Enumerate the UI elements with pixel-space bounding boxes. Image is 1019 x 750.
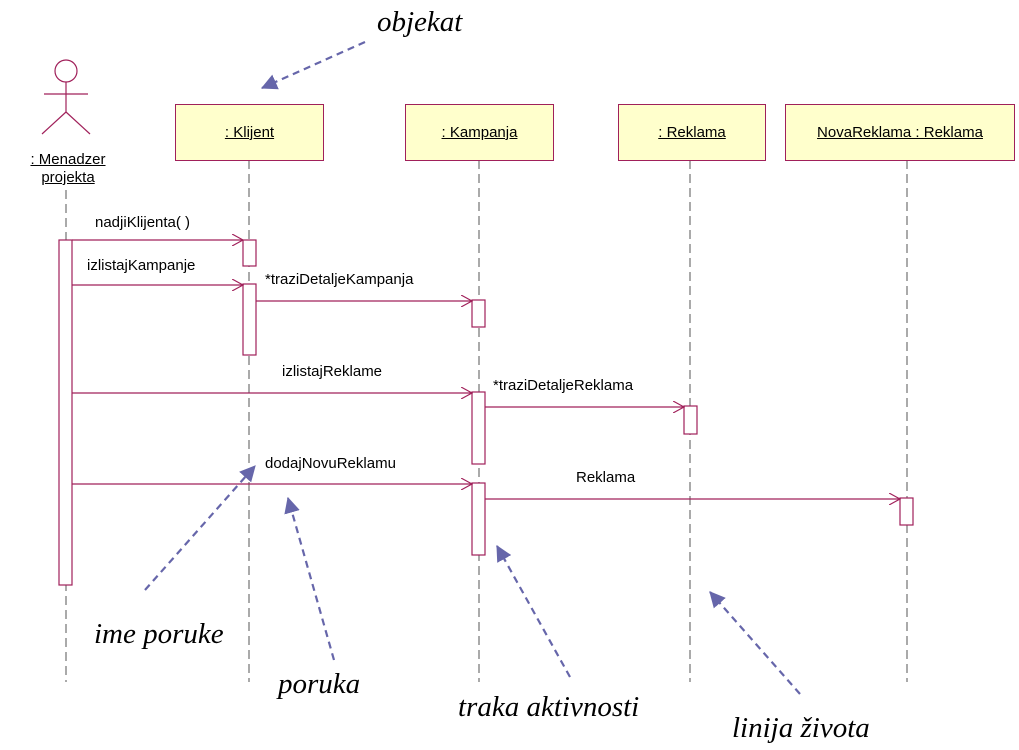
annotation-arrow-traka-aktivnosti: [496, 545, 571, 678]
annotation-ime-poruke: ime poruke: [94, 618, 224, 650]
object-name-novareklama: NovaReklama : Reklama: [817, 124, 983, 141]
actor-name: : Menadzer projekta: [8, 151, 128, 187]
activation-bar-kampanja-1: [471, 299, 486, 328]
annotation-arrow-linija-zivota: [709, 591, 801, 695]
object-name-reklama: : Reklama: [658, 124, 726, 141]
object-box-novareklama: NovaReklama : Reklama: [785, 104, 1015, 161]
object-box-kampanja: : Kampanja: [405, 104, 554, 161]
activation-bar-klijent-1: [242, 239, 257, 267]
annotation-poruka: poruka: [278, 668, 361, 700]
message-label-reklama: Reklama: [576, 469, 636, 486]
annotation-arrow-objekat: [260, 40, 366, 90]
activation-bar-kampanja-3: [471, 482, 486, 556]
object-name-klijent: : Klijent: [224, 124, 275, 141]
annotation-arrow-poruka: [284, 496, 336, 661]
message-label-trazidetaljereklama: *traziDetaljeReklama: [493, 377, 634, 394]
annotation-linija-zivota: linija života: [732, 712, 870, 744]
annotation-objekat: objekat: [377, 6, 463, 38]
object-box-klijent: : Klijent: [175, 104, 324, 161]
activation-bar-novareklama: [899, 497, 914, 526]
actor-name-line1: : Menadzer: [30, 151, 106, 168]
actor-name-line2: projekta: [41, 169, 95, 186]
message-label-dodajnovureklamu: dodajNovuReklamu: [265, 455, 396, 472]
message-label-nadjiklijenta: nadjiKlijenta( ): [95, 214, 191, 231]
activation-bar-reklama: [683, 405, 698, 435]
object-box-reklama: : Reklama: [618, 104, 766, 161]
message-label-izlistajreklame: izlistajReklame: [282, 363, 383, 380]
activation-bar-klijent-2: [242, 283, 257, 356]
annotation-arrow-ime-poruke: [144, 465, 256, 591]
message-label-izlistajkampanje: izlistajKampanje: [87, 257, 196, 274]
activation-bar-actor: [58, 239, 73, 586]
actor-figure: [41, 59, 91, 135]
annotation-traka-aktivnosti: traka aktivnosti: [458, 691, 640, 723]
object-name-kampanja: : Kampanja: [441, 124, 518, 141]
message-label-trazidetaljekampanja: *traziDetaljeKampanja: [265, 271, 414, 288]
activation-bar-kampanja-2: [471, 391, 486, 465]
